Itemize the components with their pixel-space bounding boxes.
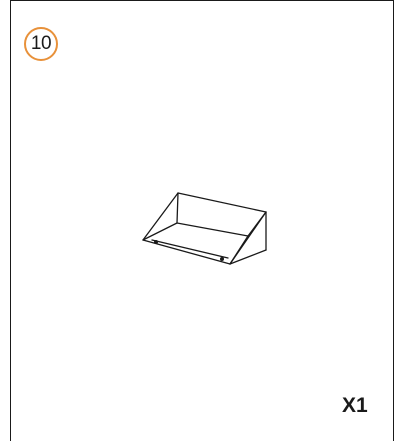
quantity-label: X1: [342, 394, 368, 418]
screw-hole-icon: [154, 240, 158, 244]
screw-hole-icon: [220, 257, 224, 261]
